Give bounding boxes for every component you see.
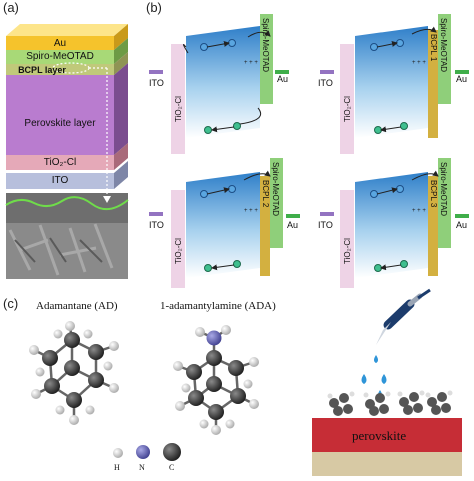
- perovskite-slab: [312, 418, 462, 452]
- spiro-label: Spiro-MeOTAD: [26, 51, 94, 62]
- adamantylamine-atoms: [173, 325, 259, 435]
- perovskite-label: Perovskite layer: [24, 118, 96, 129]
- svg-text:+ + +: + + +: [244, 60, 258, 66]
- panel-label-c: (c): [3, 296, 19, 311]
- bcpl-label-3: BCPL 3: [429, 180, 438, 208]
- pipette-icon: [376, 288, 431, 345]
- base-slab: [312, 452, 462, 476]
- bcpl-layer: [6, 64, 114, 75]
- spiro-label-4: Spiro-MeOTAD: [439, 162, 448, 216]
- tio2-label: TiO₂-Cl: [43, 157, 77, 168]
- ada-title: 1-adamantylamine (ADA): [160, 300, 276, 312]
- legend-c-atom: [163, 443, 181, 461]
- panel-label-b: (b): [146, 0, 162, 15]
- perovskite-slab-label: perovskite: [352, 428, 406, 443]
- svg-text:+ + +: + + +: [244, 208, 258, 214]
- tio2-label-3: TiO₂-Cl: [174, 238, 183, 264]
- legend-n-atom: [136, 445, 150, 459]
- ito-layer: [6, 173, 114, 189]
- device-stack-diagram: [5, 24, 129, 279]
- legend-h-atom: [113, 448, 123, 458]
- surface-molecules: [329, 392, 451, 416]
- svg-text:+ + +: + + +: [412, 60, 426, 66]
- tio2-label-4: TiO₂-Cl: [343, 238, 352, 264]
- tio2-label-2: TiO₂-Cl: [343, 96, 352, 122]
- ad-title: Adamantane (AD): [36, 300, 118, 312]
- perovskite-layer: [6, 75, 114, 155]
- ito-label-3: ITO: [149, 220, 164, 230]
- ito-label-1: ITO: [149, 78, 164, 88]
- ito-label-2: ITO: [318, 78, 333, 88]
- spiro-layer: [6, 50, 114, 64]
- tio2-label-1: TiO₂-Cl: [174, 96, 183, 122]
- band-diagram-4: + + +: [320, 158, 469, 288]
- au-label-3: Au: [287, 220, 298, 230]
- au-label-4: Au: [456, 220, 467, 230]
- au-label-2: Au: [456, 74, 467, 84]
- legend-c-label: C: [169, 463, 174, 472]
- svg-text:+ + +: + + +: [412, 208, 426, 214]
- spiro-label-3: Spiro-MeOTAD: [271, 162, 280, 216]
- band-diagram-1: + + +: [149, 14, 289, 154]
- band-diagram-2: + + +: [320, 14, 469, 154]
- ito-label-4: ITO: [318, 220, 333, 230]
- surface-hydrogens: [327, 390, 453, 399]
- band-diagram-3: + + +: [149, 158, 300, 288]
- bcpl-label-2: BCPL 2: [261, 180, 270, 208]
- spiro-label-2: Spiro-MeOTAD: [439, 18, 448, 72]
- panel-label-a: (a): [3, 0, 19, 15]
- droplets: [361, 355, 387, 398]
- au-top-face: [6, 24, 128, 36]
- bcpl-label-1: BCPL 1: [429, 34, 438, 62]
- ito-label: ITO: [51, 175, 69, 186]
- au-label-1: Au: [277, 74, 288, 84]
- au-label: Au: [53, 38, 67, 49]
- adamantane-atoms: [29, 321, 119, 425]
- au-layer: [6, 36, 114, 50]
- energy-diagrams: + + + + + + + + +: [149, 14, 469, 288]
- legend-h-label: H: [114, 463, 120, 472]
- bcpl-label: BCPL layer: [18, 65, 66, 75]
- spiro-label-1: Spiro-MeOTAD: [261, 18, 270, 72]
- legend-n-label: N: [139, 463, 145, 472]
- tio2-layer: [6, 155, 114, 170]
